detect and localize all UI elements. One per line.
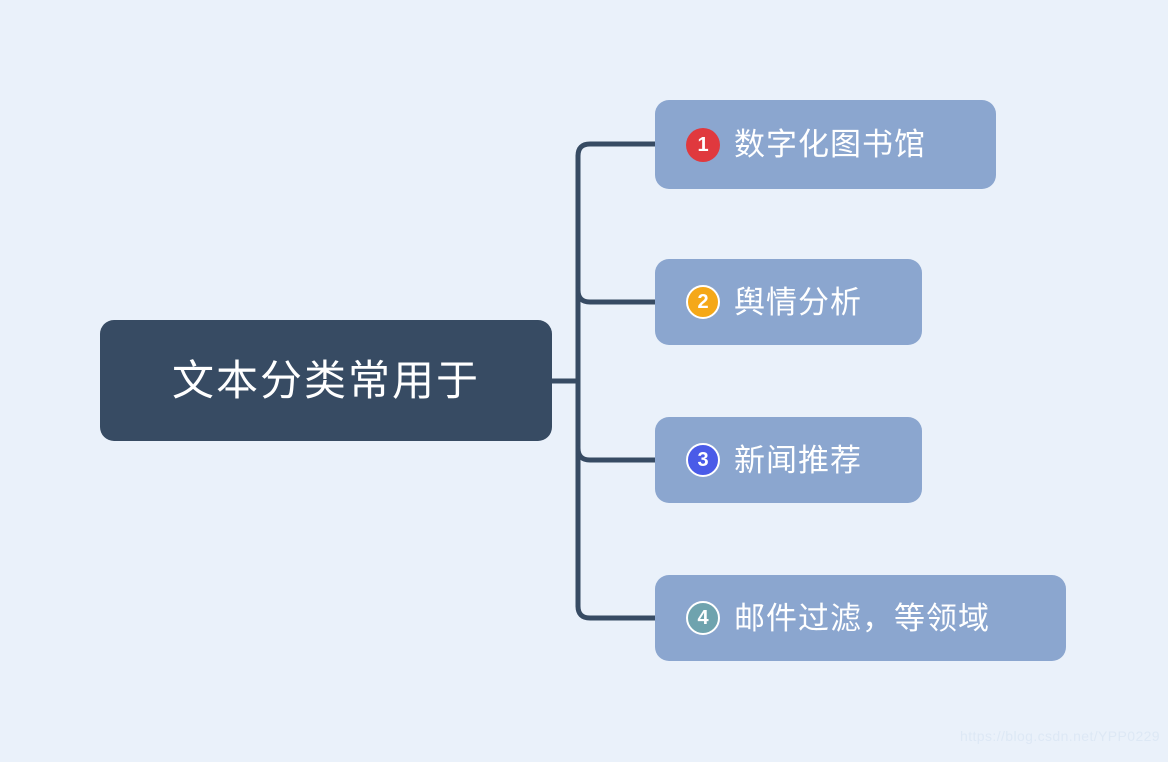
branch-node-2[interactable]: 2 舆情分析 [655, 259, 922, 345]
branch-node-3[interactable]: 3 新闻推荐 [655, 417, 922, 503]
root-node-label: 文本分类常用于 [171, 356, 480, 404]
branch-node-4[interactable]: 4 邮件过滤，等领域 [655, 575, 1066, 661]
branch-node-2-label: 舆情分析 [734, 284, 862, 320]
connector-arm-3 [575, 445, 658, 463]
branch-node-3-label: 新闻推荐 [734, 442, 862, 478]
number-badge-2-icon: 2 [686, 285, 720, 319]
branch-node-1-label: 数字化图书馆 [734, 127, 926, 162]
branch-node-1[interactable]: 1 数字化图书馆 [655, 100, 996, 189]
connector-arm-2 [575, 287, 658, 305]
branch-node-4-label: 邮件过滤，等领域 [734, 600, 990, 636]
number-badge-1-icon: 1 [686, 127, 720, 162]
root-node[interactable]: 文本分类常用于 [100, 320, 552, 441]
connector-arm-1 [575, 141, 658, 159]
connector-arm-4 [575, 603, 658, 621]
watermark-text: https://blog.csdn.net/YPP0229 [960, 728, 1160, 744]
number-badge-3-icon: 3 [686, 443, 720, 477]
number-badge-4-icon: 4 [686, 601, 720, 635]
